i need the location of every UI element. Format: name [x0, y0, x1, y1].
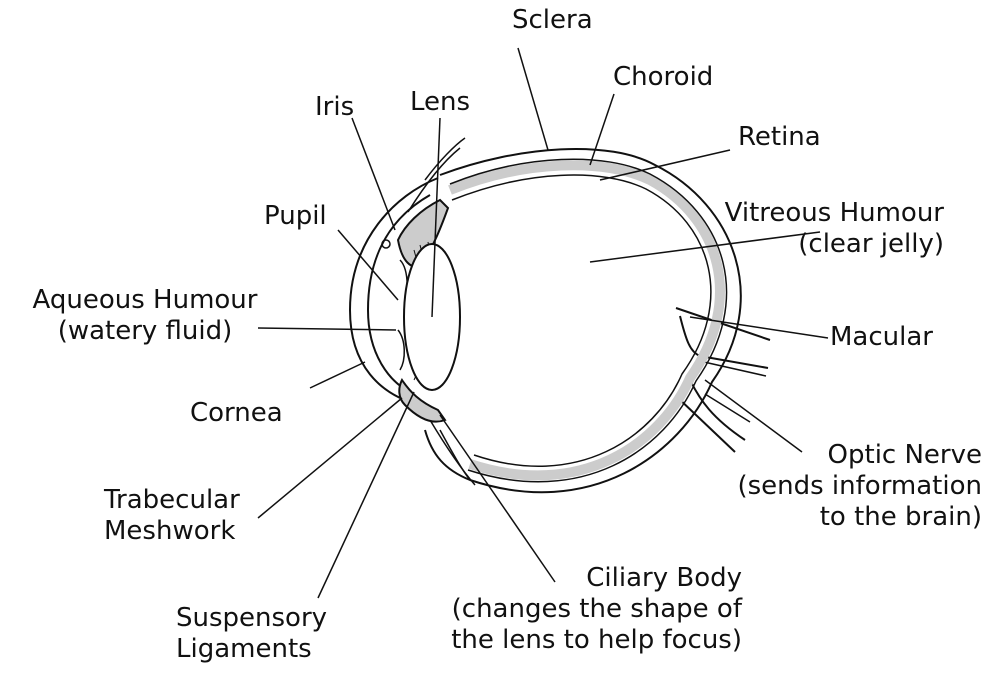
optic-nerve-line2: (sends information	[714, 471, 982, 502]
label-ciliary-body: Ciliary Body (changes the shape of the l…	[408, 563, 742, 656]
label-cornea: Cornea	[190, 398, 283, 429]
label-optic-nerve: Optic Nerve (sends information to the br…	[714, 440, 982, 533]
ciliary-body-line1: Ciliary Body	[408, 563, 742, 594]
label-macular: Macular	[830, 322, 933, 353]
trabecular-meshwork-line1: Trabecular	[104, 485, 240, 516]
choroid-layer	[450, 165, 720, 475]
label-aqueous-humour: Aqueous Humour (watery fluid)	[10, 285, 280, 347]
label-retina: Retina	[738, 122, 821, 153]
label-suspensory-ligaments: Suspensory Ligaments	[176, 603, 327, 665]
optic-nerve-line1: Optic Nerve	[714, 440, 982, 471]
label-vitreous-humour: Vitreous Humour (clear jelly)	[692, 198, 944, 260]
aqueous-humour-line2: (watery fluid)	[10, 316, 280, 347]
ciliary-body-line2: (changes the shape of	[408, 594, 742, 625]
label-choroid: Choroid	[613, 62, 713, 93]
vitreous-humour-line1: Vitreous Humour	[692, 198, 944, 229]
aqueous-humour-line1: Aqueous Humour	[10, 285, 280, 316]
ciliary-body-line3: the lens to help focus)	[408, 625, 742, 656]
label-iris: Iris	[315, 92, 354, 123]
label-sclera: Sclera	[512, 5, 593, 36]
label-pupil: Pupil	[264, 201, 327, 232]
label-lens: Lens	[410, 87, 470, 118]
optic-nerve-line3: to the brain)	[714, 502, 982, 533]
vitreous-humour-line2: (clear jelly)	[692, 229, 944, 260]
suspensory-ligaments-line1: Suspensory	[176, 603, 327, 634]
label-trabecular-meshwork: Trabecular Meshwork	[104, 485, 240, 547]
suspensory-ligaments-line2: Ligaments	[176, 634, 327, 665]
retina-layer	[452, 175, 711, 466]
trabecular-meshwork-line2: Meshwork	[104, 516, 240, 547]
